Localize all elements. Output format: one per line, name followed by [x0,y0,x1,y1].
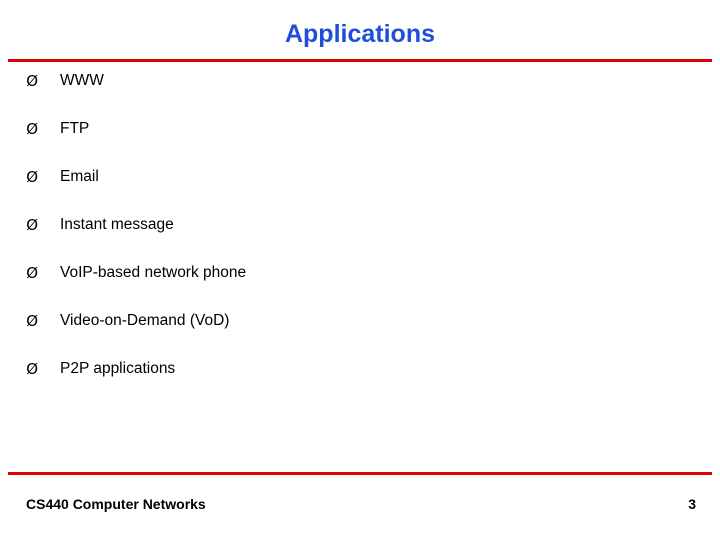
bullet-arrow-icon: Ø [26,168,38,186]
list-item-label: WWW [60,72,104,89]
bullet-arrow-icon: Ø [26,312,38,330]
list-item: Ø WWW [0,71,720,119]
footer-course-label: CS440 Computer Networks [26,496,206,512]
list-item: Ø Email [0,167,720,215]
list-item: Ø VoIP-based network phone [0,263,720,311]
list-item: Ø P2P applications [0,359,720,407]
list-item: Ø FTP [0,119,720,167]
list-item: Ø Instant message [0,215,720,263]
bullet-arrow-icon: Ø [26,216,38,234]
bullet-list: Ø WWW Ø FTP Ø Email Ø Instant message Ø … [0,71,720,407]
page-title: Applications [284,20,435,48]
bullet-arrow-icon: Ø [26,264,38,282]
list-item-label: Instant message [60,216,174,233]
list-item-label: VoIP-based network phone [60,264,247,281]
bullet-arrow-icon: Ø [26,72,38,90]
bullet-arrow-icon: Ø [26,360,38,378]
page-number: 3 [688,496,696,512]
list-item: Ø Video-on-Demand (VoD) [0,311,720,359]
list-item-label: P2P applications [60,360,176,377]
footer-divider [8,472,712,475]
list-item-label: Video-on-Demand (VoD) [60,312,230,329]
list-item-label: Email [60,168,99,185]
bullet-arrow-icon: Ø [26,120,38,138]
list-item-label: FTP [60,120,90,137]
title-divider [8,59,712,62]
